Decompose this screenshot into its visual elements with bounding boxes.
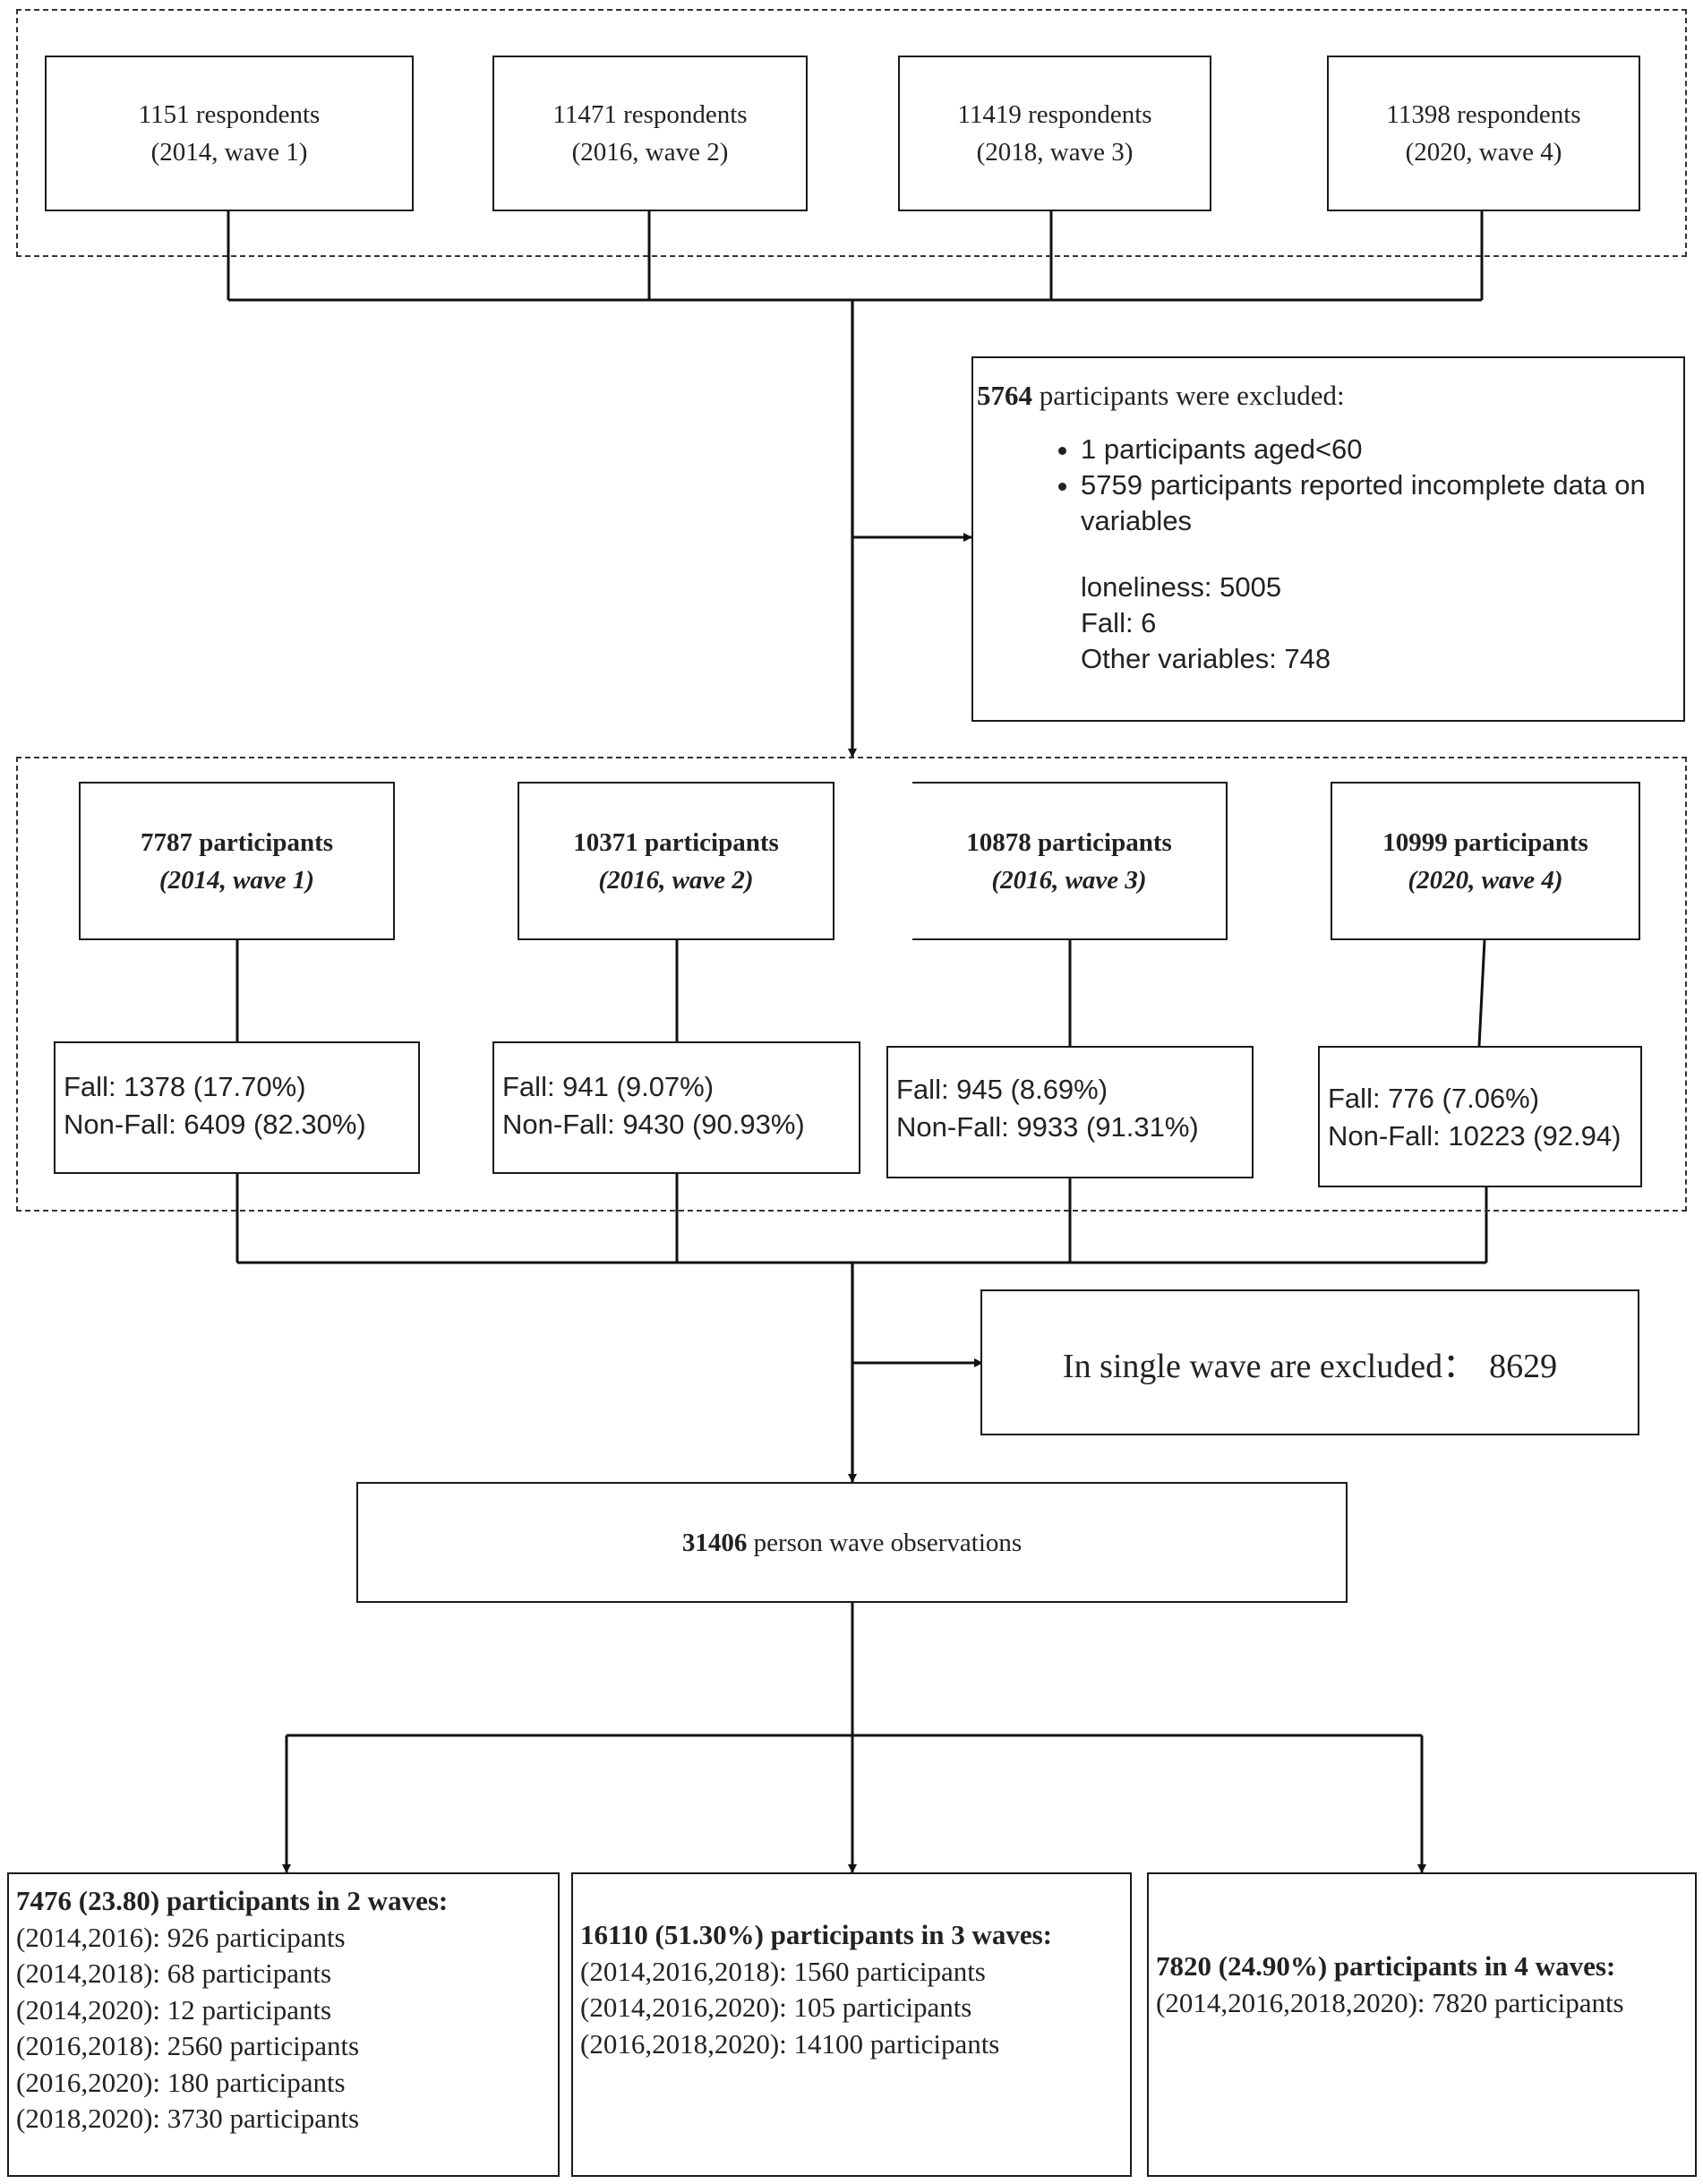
exclusion-reason: 5759 participants reported incomplete da… xyxy=(1081,467,1683,539)
group-item: (2016,2018): 2560 participants xyxy=(16,2030,360,2061)
respondents-count: 11471 respondents xyxy=(552,100,748,129)
respondents-year: (2018, wave 3) xyxy=(976,138,1134,167)
participants-count: 10371 participants xyxy=(573,827,779,857)
observations-count: 31406 xyxy=(681,1528,748,1557)
respondents-year: (2014, wave 1) xyxy=(150,138,308,167)
four-waves-box: 7820 (24.90%) participants in 4 waves: (… xyxy=(1147,1872,1697,2177)
nonfall-count: Non-Fall: 6409 (82.30%) xyxy=(64,1109,366,1140)
respondents-box-wave-4: 11398 respondents (2020, wave 4) xyxy=(1327,56,1640,211)
exclusion-box: 5764 participants were excluded: 1 parti… xyxy=(971,356,1685,722)
single-wave-count: 8629 xyxy=(1489,1348,1558,1385)
respondents-box-wave-3: 11419 respondents (2018, wave 3) xyxy=(898,56,1211,211)
fall-box-wave-1: Fall: 1378 (17.70%) Non-Fall: 6409 (82.3… xyxy=(54,1041,420,1174)
fall-box-wave-2: Fall: 941 (9.07%) Non-Fall: 9430 (90.93%… xyxy=(492,1041,860,1174)
respondents-count: 1151 respondents xyxy=(138,100,321,129)
participants-box-wave-2: 10371 participants (2016, wave 2) xyxy=(518,782,834,940)
respondents-year: (2020, wave 4) xyxy=(1405,138,1562,167)
group-item: (2014,2016,2018,2020): 7820 participants xyxy=(1156,1986,1624,2018)
participants-count: 10878 participants xyxy=(966,827,1172,857)
group-header: 16110 (51.30%) participants in 3 waves: xyxy=(580,1919,1052,1950)
fall-count: Fall: 1378 (17.70%) xyxy=(64,1071,306,1102)
participants-box-wave-1: 7787 participants (2014, wave 1) xyxy=(79,782,395,940)
participants-year: (2014, wave 1) xyxy=(158,865,315,895)
group-item: (2018,2020): 3730 participants xyxy=(16,2103,360,2134)
initial-waves-group xyxy=(16,9,1687,257)
group-item: (2014,2018): 68 participants xyxy=(16,1957,332,1989)
exclusion-header: 5764 participants were excluded: xyxy=(977,378,1683,414)
single-wave-label: In single wave are excluded： xyxy=(1062,1348,1477,1385)
included-waves-group xyxy=(16,757,1687,1212)
nonfall-count: Non-Fall: 9933 (91.31%) xyxy=(896,1111,1199,1143)
fall-count: Fall: 945 (8.69%) xyxy=(896,1074,1108,1105)
fall-count: Fall: 776 (7.06%) xyxy=(1328,1083,1540,1114)
two-waves-box: 7476 (23.80) participants in 2 waves: (2… xyxy=(7,1872,560,2177)
respondents-box-wave-1: 1151 respondents (2014, wave 1) xyxy=(45,56,414,211)
single-wave-text: In single wave are excluded： 8629 xyxy=(1063,1338,1557,1387)
exclusion-detail: Other variables: 748 xyxy=(1081,643,1331,674)
nonfall-count: Non-Fall: 10223 (92.94) xyxy=(1328,1120,1622,1152)
exclusion-reason: 1 participants aged<60 xyxy=(1081,432,1683,467)
three-waves-box: 16110 (51.30%) participants in 3 waves: … xyxy=(571,1872,1132,2177)
participants-box-wave-4: 10999 participants (2020, wave 4) xyxy=(1331,782,1640,940)
group-header: 7820 (24.90%) participants in 4 waves: xyxy=(1156,1950,1616,1982)
participants-box-wave-3: 10878 participants (2016, wave 3) xyxy=(912,782,1228,940)
exclusion-count: 5764 xyxy=(977,380,1032,411)
exclusion-text: participants were excluded: xyxy=(1032,380,1345,411)
fall-count: Fall: 941 (9.07%) xyxy=(502,1071,715,1102)
single-wave-exclusion-box: In single wave are excluded： 8629 xyxy=(980,1289,1639,1435)
exclusion-detail: loneliness: 5005 xyxy=(1081,571,1282,603)
group-header: 7476 (23.80) participants in 2 waves: xyxy=(16,1885,449,1916)
connector-line xyxy=(1477,939,1486,1047)
group-item: (2014,2016): 926 participants xyxy=(16,1921,346,1953)
participants-year: (2016, wave 3) xyxy=(991,865,1147,895)
group-item: (2014,2020): 12 participants xyxy=(16,1993,332,2026)
observations-text: 31406 person wave observations xyxy=(682,1524,1022,1562)
observations-box: 31406 person wave observations xyxy=(356,1482,1348,1603)
participants-year: (2020, wave 4) xyxy=(1408,865,1563,895)
group-item: (2016,2020): 180 participants xyxy=(16,2066,346,2098)
fall-box-wave-4: Fall: 776 (7.06%) Non-Fall: 10223 (92.94… xyxy=(1318,1046,1642,1187)
respondents-count: 11419 respondents xyxy=(957,100,1152,129)
respondents-box-wave-2: 11471 respondents (2016, wave 2) xyxy=(492,56,808,211)
nonfall-count: Non-Fall: 9430 (90.93%) xyxy=(502,1109,805,1140)
participants-count: 7787 participants xyxy=(140,827,334,857)
exclusion-reasons: 1 participants aged<60 5759 participants… xyxy=(977,432,1683,539)
exclusion-detail: Fall: 6 xyxy=(1081,607,1157,638)
observations-label: person wave observations xyxy=(747,1528,1023,1557)
respondents-year: (2016, wave 2) xyxy=(571,138,729,167)
group-item: (2016,2018,2020): 14100 participants xyxy=(580,2027,1000,2060)
respondents-count: 11398 respondents xyxy=(1386,100,1581,129)
group-item: (2014,2016,2018): 1560 participants xyxy=(580,1955,986,1987)
participants-year: (2016, wave 2) xyxy=(598,865,754,895)
participants-count: 10999 participants xyxy=(1382,827,1588,857)
group-item: (2014,2016,2020): 105 participants xyxy=(580,1991,972,2023)
fall-box-wave-3: Fall: 945 (8.69%) Non-Fall: 9933 (91.31%… xyxy=(886,1046,1254,1178)
